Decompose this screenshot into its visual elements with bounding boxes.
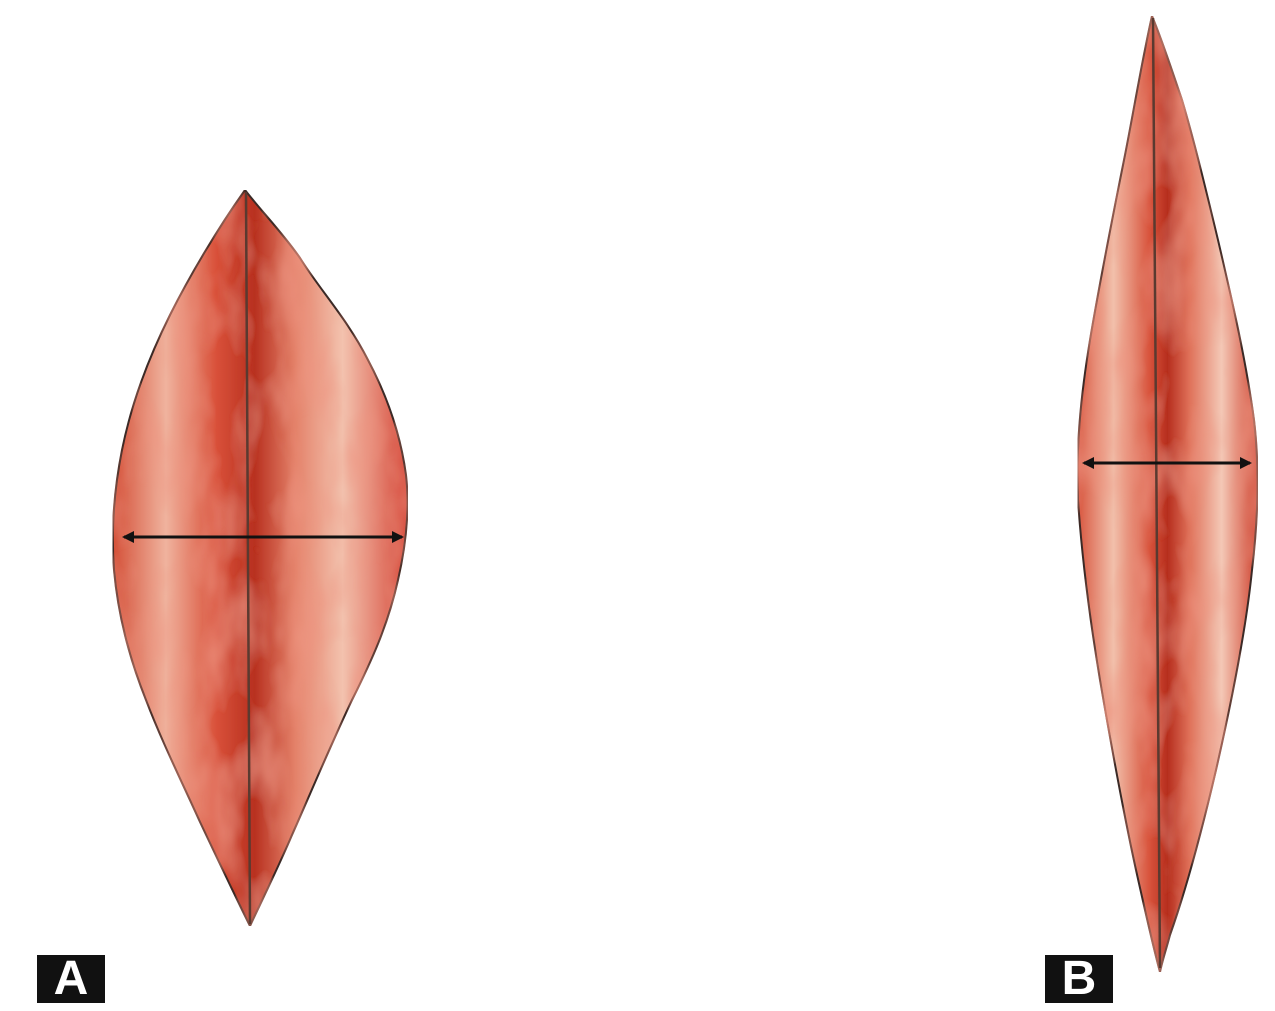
panel-label-a: A <box>37 955 105 1003</box>
panel-b-tissue <box>1078 16 1258 972</box>
panel-label-b: B <box>1045 955 1113 1003</box>
panel-a-specimen <box>113 190 408 926</box>
panel-a-tissue <box>113 190 408 926</box>
panel-b-specimen <box>1078 16 1258 972</box>
